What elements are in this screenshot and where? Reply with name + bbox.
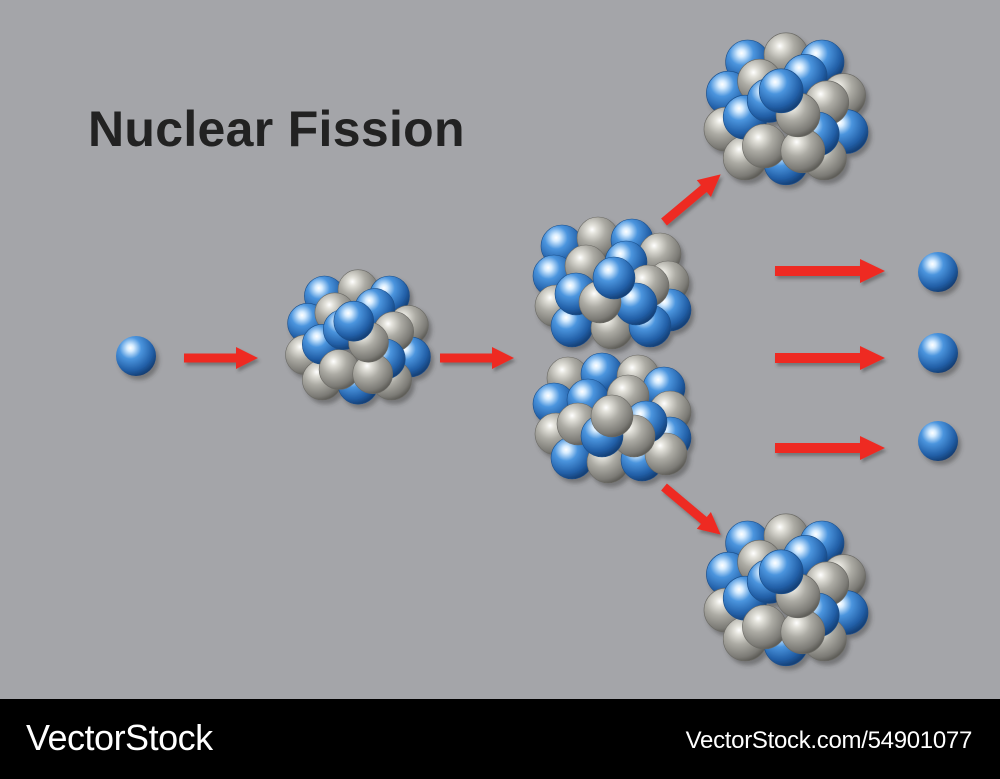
- diagram-canvas: Nuclear Fission: [88, 32, 958, 667]
- incoming-neutron: [116, 336, 156, 376]
- footer-bar: VectorStock VectorStock.com/54901077: [0, 699, 1000, 779]
- neutron-sphere: [758, 68, 804, 114]
- lower-fission-fragment: [703, 513, 869, 667]
- arrow-to-neutron-2: [775, 346, 885, 370]
- fission-diagram: [116, 32, 958, 667]
- neutron-sphere: [592, 256, 636, 300]
- image-id-text: VectorStock.com/54901077: [685, 727, 973, 754]
- arrow-neutron-to-nucleus: [184, 347, 258, 369]
- released-neutron-1: [918, 252, 958, 292]
- arrow-to-lower-fragment: [656, 478, 728, 543]
- upper-fission-fragment: [703, 32, 869, 186]
- arrow-to-upper-fragment: [656, 166, 728, 231]
- diagram-title: Nuclear Fission: [88, 101, 465, 157]
- neutron-sphere: [333, 300, 375, 342]
- splitting-nucleus: [532, 216, 692, 484]
- vectorstock-logo: VectorStock: [26, 717, 213, 758]
- neutron-sphere: [758, 549, 804, 595]
- arrow-to-neutron-3: [775, 436, 885, 460]
- proton-sphere: [590, 394, 634, 438]
- target-nucleus: [285, 269, 431, 405]
- released-neutron-2: [918, 333, 958, 373]
- arrow-nucleus-to-split: [440, 347, 514, 369]
- proton-sphere: [742, 604, 787, 650]
- proton-sphere: [742, 123, 787, 169]
- arrow-to-neutron-1: [775, 259, 885, 283]
- released-neutron-3: [918, 421, 958, 461]
